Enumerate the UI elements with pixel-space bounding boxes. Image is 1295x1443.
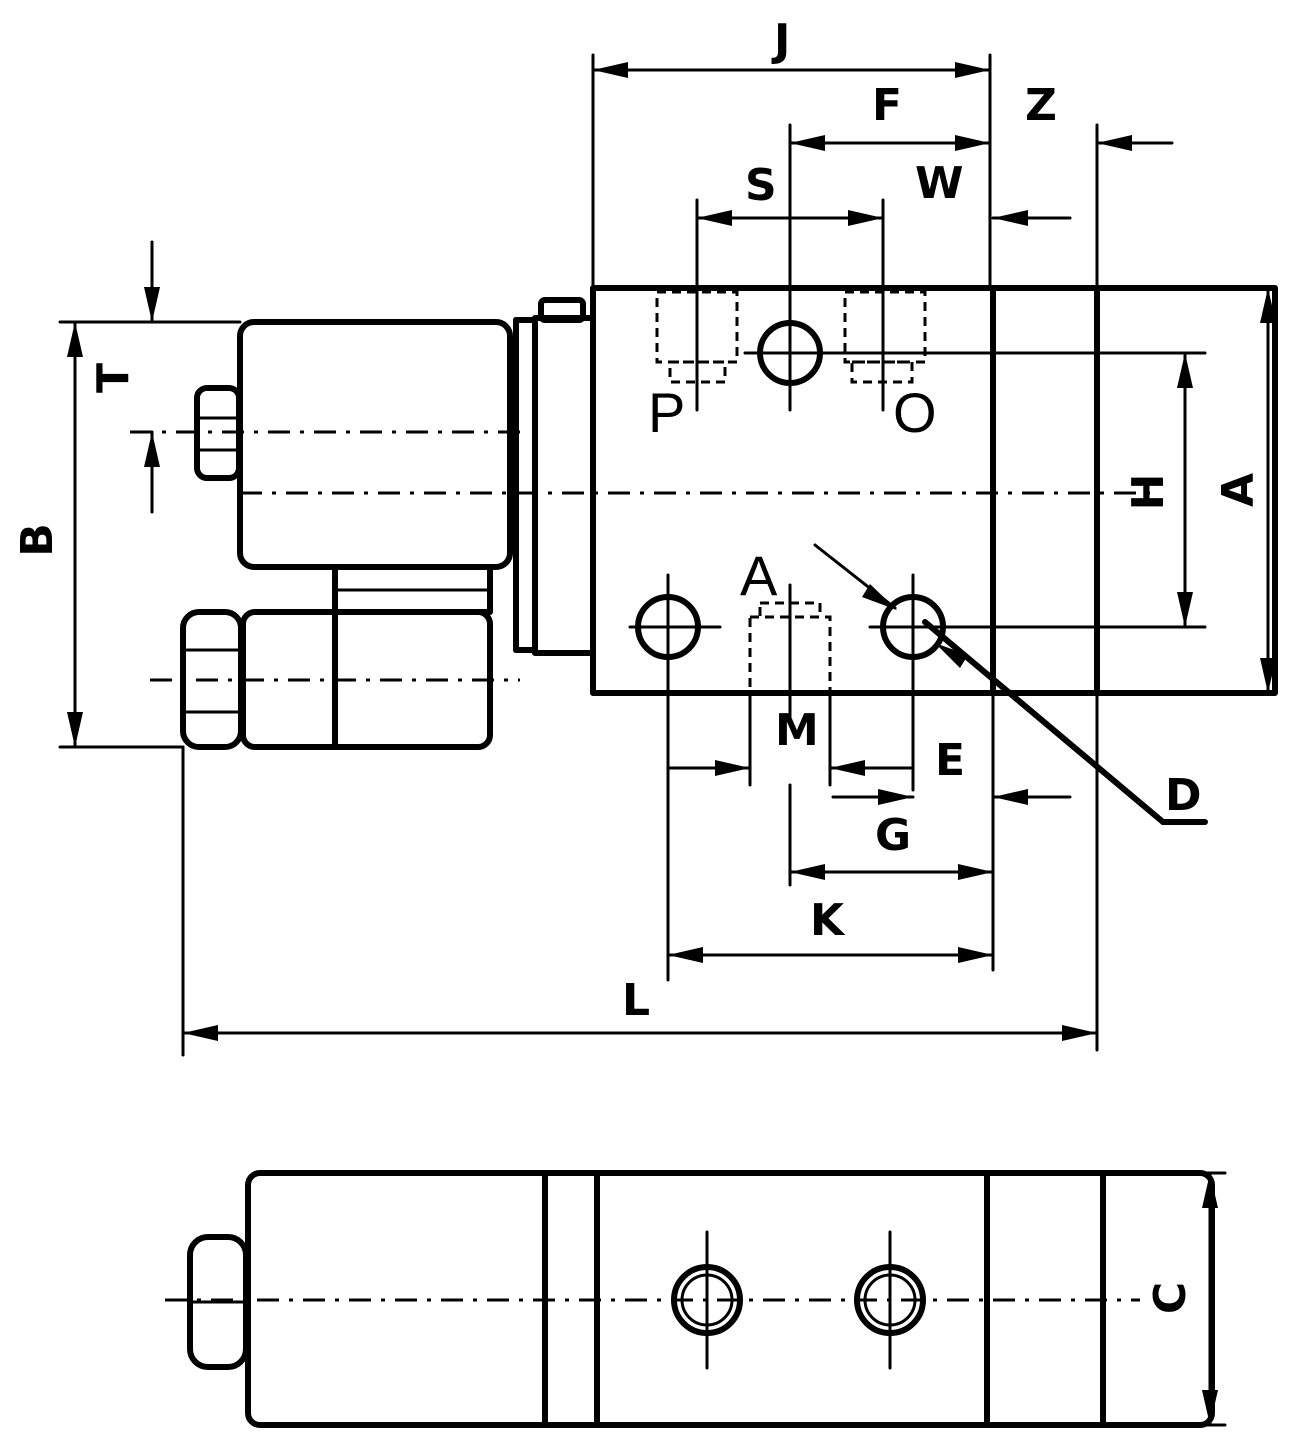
flange-plate bbox=[532, 315, 596, 656]
label-l: L bbox=[622, 975, 650, 1026]
dim-d-leader bbox=[922, 619, 1166, 825]
flange-tab bbox=[538, 297, 586, 323]
label-j: J bbox=[771, 15, 790, 66]
side-nut bbox=[187, 1234, 249, 1370]
label-m: M bbox=[775, 705, 819, 756]
label-g: G bbox=[875, 810, 911, 861]
side-view: C bbox=[165, 1170, 1227, 1428]
label-h: H bbox=[1123, 474, 1174, 511]
top-view: J F Z S W T B H A M E D G K L P O A bbox=[12, 15, 1278, 1057]
label-c: C bbox=[1145, 1282, 1196, 1314]
label-t: T bbox=[88, 363, 139, 393]
label-k: K bbox=[810, 895, 846, 946]
port-label-o: O bbox=[893, 381, 937, 444]
label-w: W bbox=[915, 158, 964, 209]
port-label-p: P bbox=[648, 381, 685, 444]
label-s: S bbox=[745, 160, 777, 211]
label-a: A bbox=[1213, 473, 1264, 507]
coil-housing bbox=[237, 319, 513, 570]
label-e: E bbox=[935, 735, 965, 786]
label-d: D bbox=[1165, 770, 1202, 821]
label-z: Z bbox=[1025, 80, 1057, 131]
label-f: F bbox=[872, 80, 902, 131]
port-label-a: A bbox=[740, 544, 778, 607]
label-b: B bbox=[12, 523, 63, 557]
